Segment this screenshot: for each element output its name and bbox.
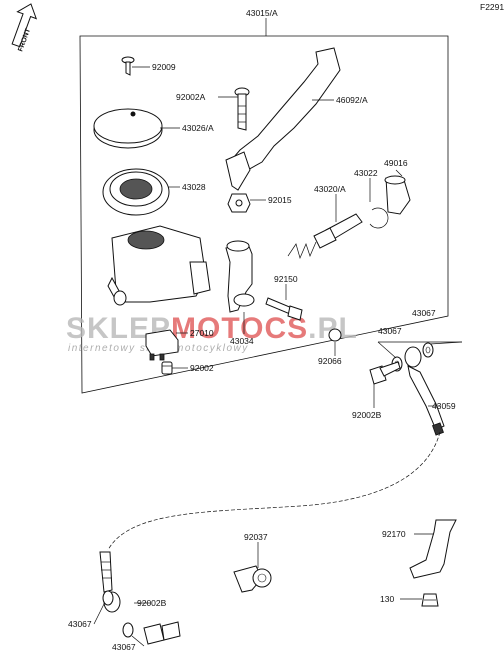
circlip [369, 207, 389, 229]
front-arrow-icon [11, 3, 38, 48]
screw-92002 [161, 361, 173, 375]
label-92009: 92009 [152, 62, 176, 72]
label-92037: 92037 [244, 532, 268, 542]
banjo-bolt-lower [143, 621, 181, 645]
label-92002A: 92002A [176, 92, 206, 102]
label-43028: 43028 [182, 182, 206, 192]
clamp [225, 240, 255, 313]
label-27010: 27010 [190, 328, 214, 338]
bolt-130 [421, 593, 439, 607]
label-92002B-upper: 92002B [352, 410, 382, 420]
master-cylinder-body [107, 225, 211, 306]
label-43026: 43026/A [182, 123, 214, 133]
label-49016: 49016 [384, 158, 408, 168]
label-43034: 43034 [230, 336, 254, 346]
label-46092: 46092/A [336, 95, 368, 105]
brake-hose [107, 431, 441, 551]
hose-clamp [233, 565, 272, 593]
reservoir-cap [93, 108, 163, 149]
cap-92066 [328, 328, 342, 342]
label-43059: 43059 [432, 401, 456, 411]
label-92002: 92002 [190, 363, 214, 373]
figure-code: F2291 [480, 2, 504, 12]
label-43067-lower-left: 43067 [68, 619, 92, 629]
label-130: 130 [380, 594, 394, 604]
part-labels: 43015/A 92009 92002A 46092/A 43026/A 430… [68, 8, 456, 652]
nut-92015 [227, 193, 251, 213]
washer-lower-right [122, 622, 134, 638]
label-92015: 92015 [268, 195, 292, 205]
label-43020: 43020/A [314, 184, 346, 194]
banjo-bolt-upper [369, 361, 401, 385]
clamp-bolt-92150 [265, 297, 303, 321]
dust-boot [384, 175, 411, 215]
leader-lines [93, 66, 440, 647]
hose-upper-fitting [404, 346, 445, 436]
washer-upper-right [422, 342, 434, 358]
pivot-bolt-92002A [234, 87, 250, 131]
label-92066: 92066 [318, 356, 342, 366]
label-43015: 43015/A [246, 8, 278, 18]
label-43022: 43022 [354, 168, 378, 178]
screw-92009 [121, 56, 135, 76]
label-43067-upper-right: 43067 [412, 308, 436, 318]
brake-lever [225, 47, 341, 191]
diaphragm [102, 168, 170, 216]
piston-kit [287, 213, 363, 260]
label-92150: 92150 [274, 274, 298, 284]
hose-bracket [409, 519, 457, 579]
brake-switch [145, 329, 179, 361]
label-92170: 92170 [382, 529, 406, 539]
label-92002B-lower: 92002B [137, 598, 167, 608]
washer-lower-left [102, 590, 114, 606]
label-43067-lower-right: 43067 [112, 642, 136, 652]
label-43067-upper-left: 43067 [378, 326, 402, 336]
assembly-frame [79, 35, 449, 394]
